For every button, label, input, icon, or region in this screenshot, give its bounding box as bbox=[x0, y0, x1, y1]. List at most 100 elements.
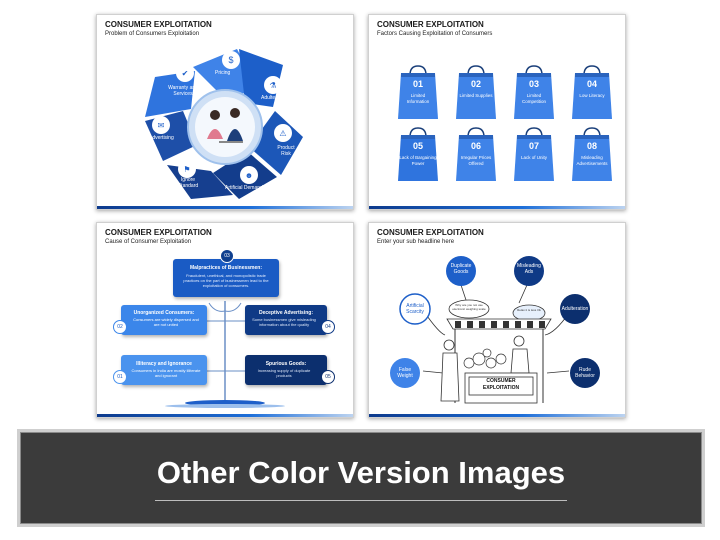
circle-label: False Weight bbox=[397, 367, 413, 379]
shopping-bag-icon bbox=[572, 65, 612, 119]
shopping-bag-icon bbox=[456, 65, 496, 119]
bag-label: Low Literacy bbox=[579, 93, 605, 98]
shopping-bag-card: 04 Low Literacy bbox=[571, 65, 613, 121]
circle-label: Misleading Ads bbox=[517, 263, 541, 275]
circle-misleading-ads bbox=[514, 256, 544, 286]
cause-box-left-2: Illiteracy and Ignorance Consumers in In… bbox=[121, 355, 207, 385]
bag-label: Lack of Unity bbox=[520, 155, 547, 160]
segment-label: Warranty and Services bbox=[168, 85, 198, 97]
slide-title: CONSUMER EXPLOITATION bbox=[377, 228, 484, 237]
cause-number-badge: 03 bbox=[220, 249, 234, 263]
shopping-bag-card: 07 Lack of Unity bbox=[513, 127, 555, 183]
slide-subtitle: Cause of Consumer Exploitation bbox=[105, 239, 192, 245]
slide-bottom-bar bbox=[97, 206, 353, 209]
slide-subtitle: Factors Causing Exploitation of Consumer… bbox=[377, 31, 493, 37]
cause-number-badge: 01 bbox=[113, 370, 127, 384]
bag-number: 04 bbox=[586, 79, 597, 89]
bag-label: Limited Competition bbox=[521, 93, 546, 104]
product-risk-icon bbox=[274, 124, 292, 142]
circle-rude-behavior bbox=[570, 358, 600, 388]
adulteration-icon bbox=[264, 76, 282, 94]
bag-number: 02 bbox=[470, 79, 481, 89]
shopping-bag-icon bbox=[398, 127, 438, 181]
circle-adulteration bbox=[560, 294, 590, 324]
shopping-bag-card: 01 Limited Information bbox=[397, 65, 439, 121]
other-color-version-banner: Other Color Version Images bbox=[20, 432, 702, 524]
cause-number-badge: 02 bbox=[113, 320, 127, 334]
slide-bottom-bar bbox=[369, 206, 625, 209]
cause-box-top: Malpractices of Businessmen: Fraudulent,… bbox=[173, 259, 279, 297]
cause-box-right-1: Deceptive Advertising: Some businessmen … bbox=[245, 305, 327, 335]
bag-number: 08 bbox=[586, 141, 597, 151]
shopping-bag-icon bbox=[398, 65, 438, 119]
warranty-icon bbox=[176, 64, 194, 82]
svg-text:$: $ bbox=[228, 55, 233, 65]
bag-number: 07 bbox=[528, 141, 539, 151]
bag-label: Irregular Prices Offered bbox=[460, 155, 492, 166]
pricing-icon bbox=[222, 51, 240, 69]
circle-duplicate-goods bbox=[446, 256, 476, 286]
bag-number: 03 bbox=[528, 79, 539, 89]
cause-box-left-1: Unorganized Consumers: Consumers are wid… bbox=[121, 305, 207, 335]
shopping-bag-card: 06 Irregular Prices Offered bbox=[455, 127, 497, 183]
slide-thumbnail-4[interactable]: CONSUMER EXPLOITATION Enter your sub hea… bbox=[368, 222, 626, 418]
shopping-bag-icon bbox=[456, 127, 496, 181]
svg-text:⚑: ⚑ bbox=[183, 165, 190, 174]
circle-label: Duplicate Goods bbox=[450, 263, 472, 275]
svg-text:⚗: ⚗ bbox=[269, 81, 276, 90]
shopping-bag-icon bbox=[514, 65, 554, 119]
banner-text: Other Color Version Images bbox=[156, 455, 566, 490]
shopping-bag-card: 05 Lack of Bargaining Power bbox=[397, 127, 439, 183]
slide-thumbnail-3[interactable]: CONSUMER EXPLOITATION Cause of Consumer … bbox=[96, 222, 354, 418]
speech-bubble-seller: Relax it is less Ok bbox=[517, 308, 541, 312]
bag-label: Lack of Bargaining Power bbox=[399, 155, 437, 166]
slide-subtitle: Enter your sub headline here bbox=[377, 239, 455, 245]
shopping-bag-card: 03 Limited Competition bbox=[513, 65, 555, 121]
bag-label: Limited Supplies bbox=[459, 93, 493, 98]
cause-heading: Unorganized Consumers: bbox=[133, 310, 195, 316]
problem-wheel-diagram: $ ⚗ ⚠ ☻ ⚑ ✉ ✔ bbox=[145, 49, 303, 199]
cause-heading: Spurious Goods: bbox=[265, 361, 307, 367]
shopping-bag-icon bbox=[514, 127, 554, 181]
shopping-bag-icon bbox=[572, 127, 612, 181]
shopping-bag-card: 02 Limited Supplies bbox=[455, 65, 497, 121]
svg-text:✔: ✔ bbox=[182, 69, 189, 78]
segment-label: Advertising bbox=[149, 135, 174, 141]
cause-body: Increasing supply of duplicate products bbox=[257, 368, 311, 378]
bag-label: Misleading Advertisements bbox=[576, 155, 608, 166]
cause-number-badge: 05 bbox=[321, 370, 335, 384]
market-illustration bbox=[390, 256, 600, 404]
circle-label: Artificial Scarcity bbox=[406, 303, 424, 315]
cause-number-badge: 04 bbox=[321, 320, 335, 334]
artificial-demand-icon bbox=[240, 166, 258, 184]
slide-thumbnail-1[interactable]: CONSUMER EXPLOITATION Problem of Consume… bbox=[96, 14, 354, 210]
advertising-icon bbox=[152, 116, 170, 134]
segment-label: Pricing bbox=[215, 70, 231, 76]
shop-sign: CONSUMER EXPLOITATION bbox=[482, 378, 520, 391]
slide-title: CONSUMER EXPLOITATION bbox=[105, 228, 212, 237]
cause-body: Fraudulent, unethical, and monopolistic … bbox=[183, 273, 269, 288]
slide-bottom-bar bbox=[369, 414, 625, 417]
svg-text:☻: ☻ bbox=[245, 171, 253, 180]
cause-tree-diagram bbox=[165, 301, 285, 408]
cause-heading: Illiteracy and Ignorance bbox=[136, 361, 192, 367]
shopping-bag-card: 08 Misleading Advertisements bbox=[571, 127, 613, 183]
slide-title: CONSUMER EXPLOITATION bbox=[105, 20, 212, 29]
slide-title: CONSUMER EXPLOITATION bbox=[377, 20, 484, 29]
svg-text:✉: ✉ bbox=[158, 121, 165, 130]
center-people-illustration bbox=[195, 97, 255, 157]
speech-bubble-customer: Why are you not use electronic weighing … bbox=[452, 303, 486, 311]
segment-label: Artificial Demand bbox=[225, 185, 263, 191]
segment-label: Ignore Standard bbox=[177, 177, 199, 189]
circle-false-weight bbox=[390, 358, 420, 388]
slide-thumbnail-2[interactable]: CONSUMER EXPLOITATION Factors Causing Ex… bbox=[368, 14, 626, 210]
slide-subtitle: Problem of Consumers Exploitation bbox=[105, 31, 200, 37]
slide-bottom-bar bbox=[97, 414, 353, 417]
cause-body: Consumers are widely dispersed and are n… bbox=[133, 317, 199, 327]
svg-text:⚠: ⚠ bbox=[279, 129, 286, 138]
circle-label: Adulteration bbox=[561, 306, 589, 312]
bag-number: 01 bbox=[412, 79, 423, 89]
cause-body: Some businessmen give misleading informa… bbox=[252, 317, 316, 327]
banner-underline bbox=[155, 500, 567, 501]
bag-number: 05 bbox=[412, 141, 423, 151]
